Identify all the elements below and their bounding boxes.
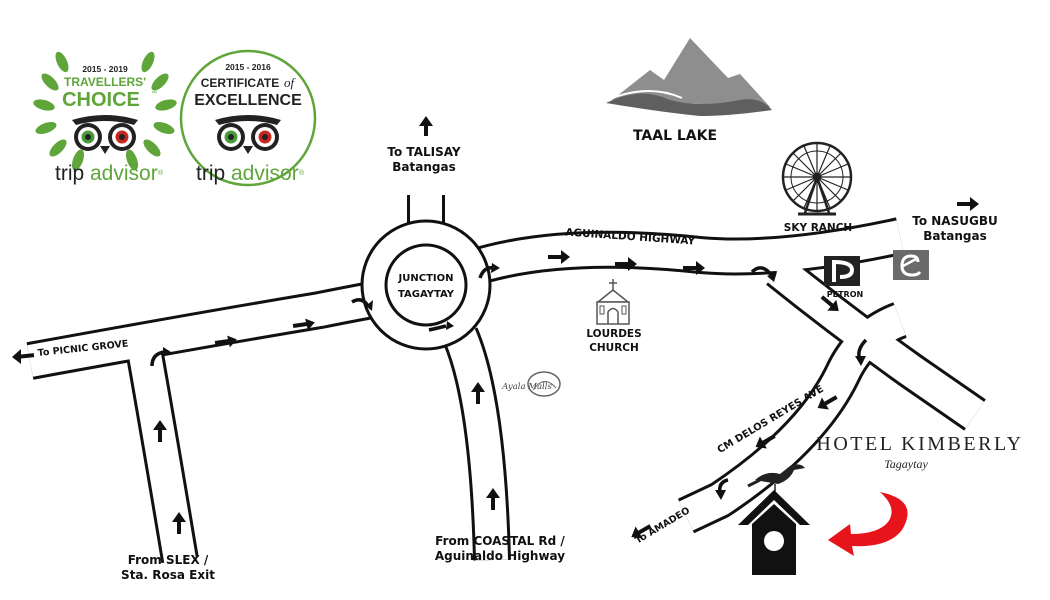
e-logo: [893, 250, 929, 280]
arrow-right-icon: [292, 318, 315, 331]
direction-arrows: [12, 116, 979, 539]
laurel-icon: [33, 51, 177, 171]
petron-label: PETRON: [827, 290, 863, 299]
certificate-of-excellence-badge: 2015 - 2016 CERTIFICATE of EXCELLENCE tr…: [179, 49, 317, 187]
tc-line2: CHOICE: [62, 89, 140, 111]
tc-brand-trip: trip: [55, 162, 84, 185]
arrow-right-icon: [615, 257, 637, 271]
arrow-right-icon: [214, 335, 237, 348]
owl-icon: [215, 115, 281, 154]
slex-label-line2: Sta. Rosa Exit: [121, 568, 215, 582]
travellers-choice-badge: 2015 - 2019 TRAVELLERS' CHOICE ™ trip ad…: [33, 51, 177, 185]
arrow-down-right-icon: [820, 295, 839, 311]
nasugbu-label-line2: Batangas: [923, 229, 986, 243]
curve-arrow-icon: [750, 266, 774, 278]
taal-lake-label: TAAL LAKE: [633, 128, 717, 144]
owl-icon: [72, 115, 138, 154]
coe-years: 2015 - 2016: [225, 62, 271, 72]
ferris-wheel-icon: [781, 141, 853, 216]
arrow-up-icon: [419, 116, 433, 136]
arrow-up-icon: [486, 488, 500, 510]
tc-years: 2015 - 2019: [82, 64, 128, 74]
curve-arrow-icon: [150, 350, 165, 367]
roads: [26, 195, 986, 564]
coe-reg: ®: [299, 169, 305, 177]
coe-brand-advisor: advisor: [231, 162, 299, 185]
amadeo-label: To AMADEO: [633, 505, 692, 546]
arrow-left-icon: [755, 434, 776, 449]
badge-ring: [179, 49, 317, 187]
coastal-label-line1: From COASTAL Rd /: [435, 534, 565, 548]
arrow-right-icon: [957, 197, 979, 211]
talisay-label-line2: Batangas: [392, 160, 455, 174]
tc-tm: ™: [151, 90, 157, 97]
mountain-icon: [606, 38, 772, 116]
arrow-up-icon: [172, 512, 186, 534]
sky-ranch-label: SKY RANCH: [784, 222, 852, 234]
church-icon: [595, 279, 631, 325]
arrow-left-icon: [12, 349, 35, 364]
nasugbu-label-line1: To NASUGBU: [912, 214, 997, 228]
ayala-logo: [527, 371, 561, 397]
junction-label-line2: TAGAYTAY: [398, 289, 455, 300]
coe-line2: EXCELLENCE: [194, 92, 302, 109]
coe-line1a: CERTIFICATE: [201, 76, 279, 90]
curve-arrow-icon: [351, 298, 370, 307]
coe-brand-trip: trip: [196, 162, 225, 185]
birdhouse-icon: [738, 464, 810, 575]
ayala-label: Ayala Malls: [501, 382, 552, 392]
arrow-left-icon: [817, 395, 838, 410]
arrow-right-icon: [683, 261, 705, 275]
talisay-label-line1: To TALISAY: [387, 145, 460, 159]
roundabout-center: [384, 243, 468, 327]
curved-pointer-arrow: [828, 492, 908, 556]
curve-arrow-icon: [428, 324, 447, 332]
coe-line1b: of: [284, 75, 297, 90]
tc-line1: TRAVELLERS': [64, 75, 146, 89]
tc-brand-advisor: advisor: [90, 162, 158, 185]
slex-label-line1: From SLEX /: [128, 553, 209, 567]
hotel-name: HOTEL KIMBERLY: [816, 433, 1023, 455]
arrow-right-icon: [548, 250, 570, 264]
junction-label-line1: JUNCTION: [398, 273, 454, 284]
hotel-location: Tagaytay: [884, 457, 928, 471]
arrow-up-icon: [471, 382, 485, 404]
lourdes-label-line2: CHURCH: [589, 342, 639, 354]
lourdes-label-line1: LOURDES: [586, 328, 641, 340]
coastal-label-line2: Aguinaldo Highway: [435, 549, 565, 563]
petron-logo: [824, 256, 860, 286]
arrow-up-icon: [153, 420, 167, 442]
tc-reg: ®: [158, 169, 164, 177]
arrow-left-icon: [631, 524, 652, 539]
